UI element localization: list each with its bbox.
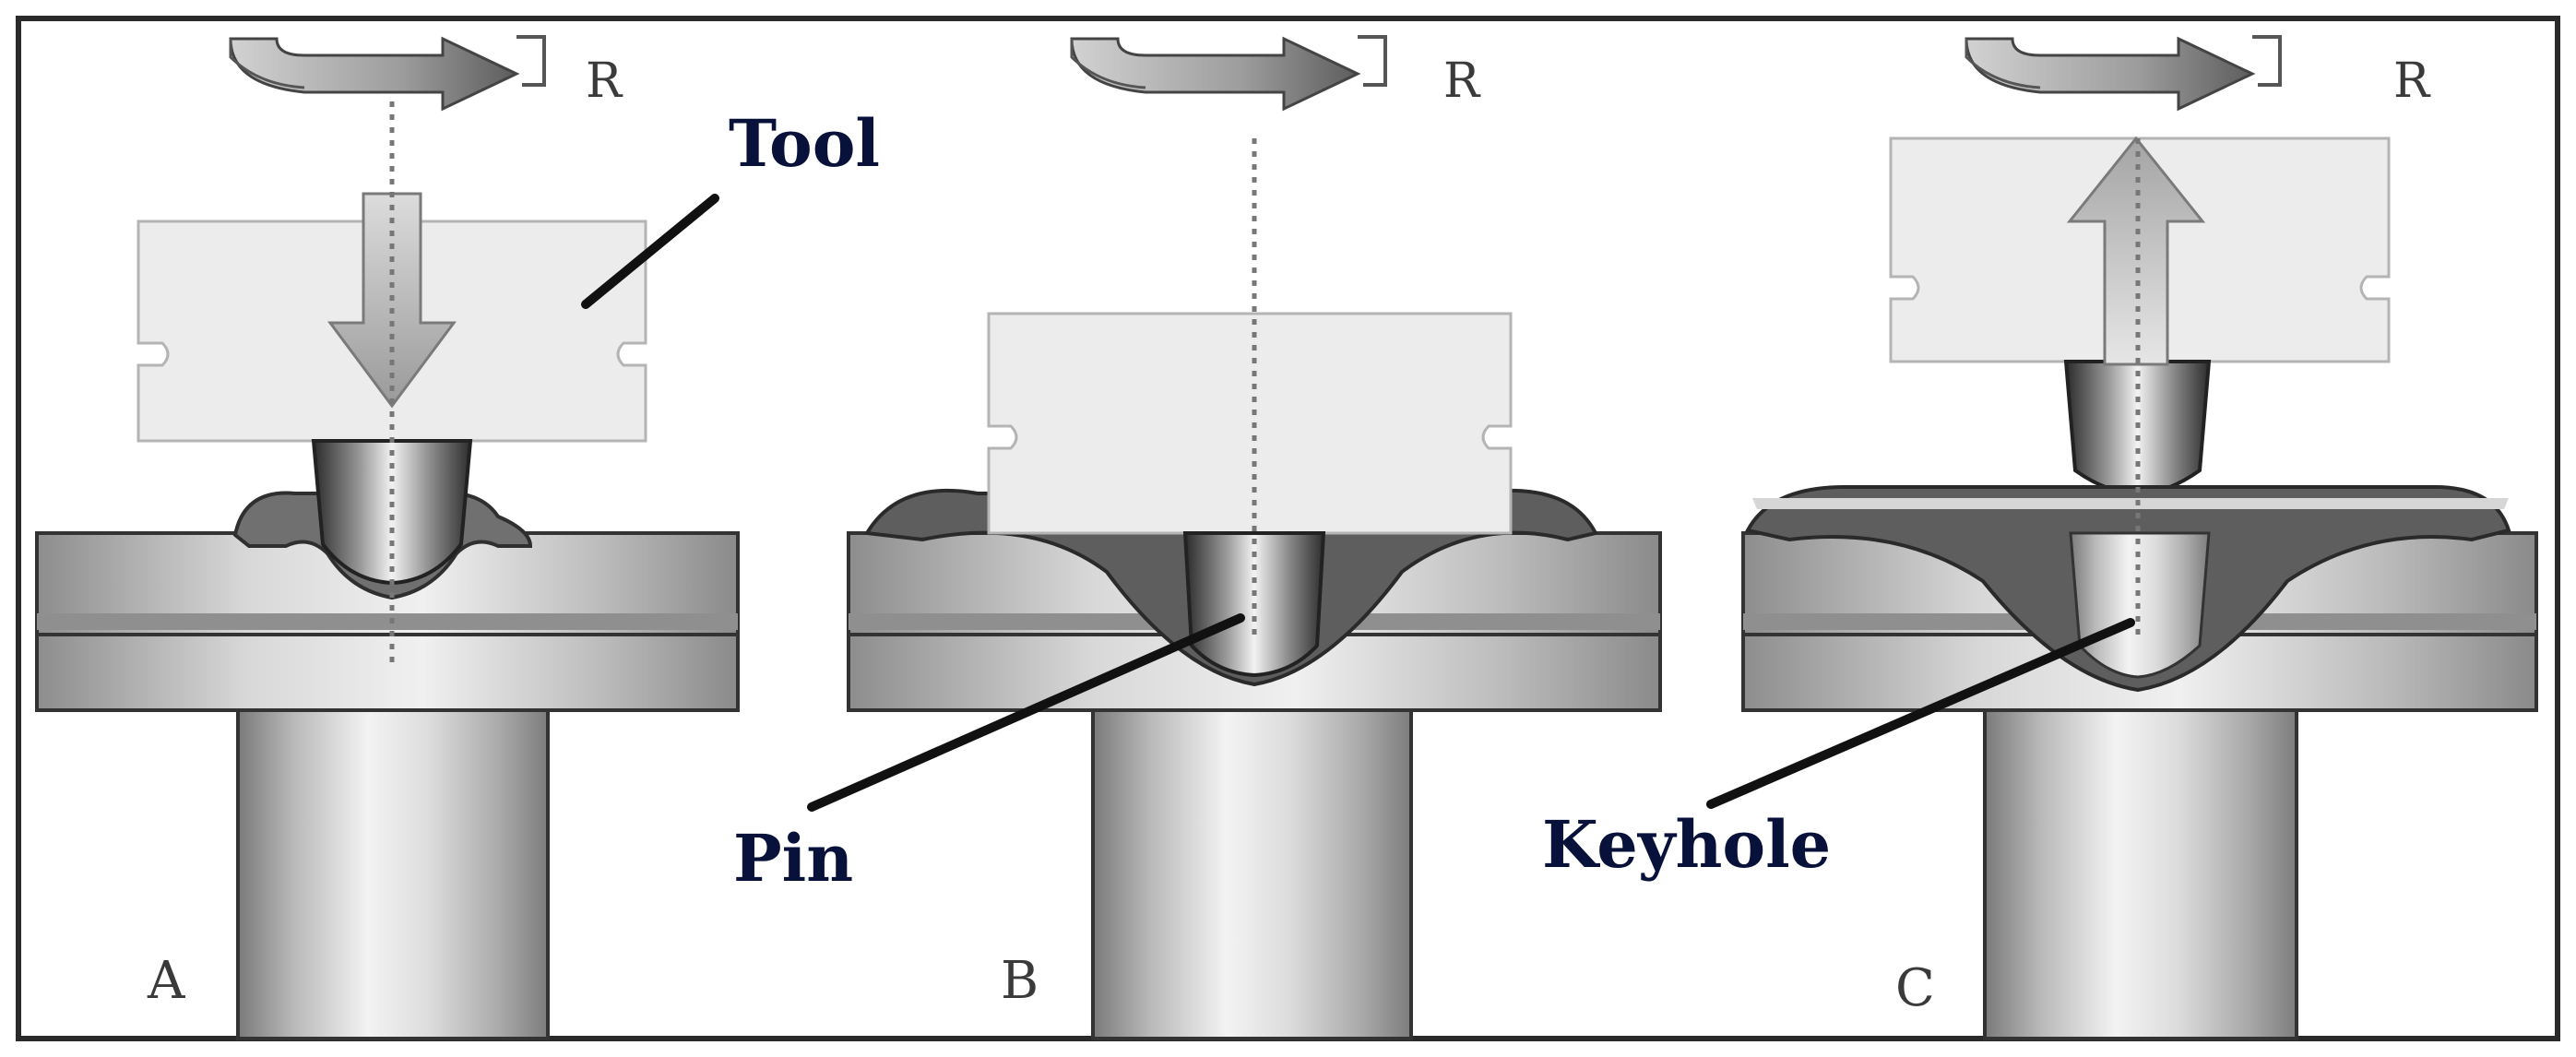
- panel-letter-c: C: [1895, 958, 1935, 1018]
- keyhole-pointer-line: [1706, 618, 2135, 809]
- callout-pin: Pin: [733, 820, 853, 897]
- tool-pin: [311, 439, 473, 586]
- sheet-interface: [37, 613, 738, 630]
- backing-anvil: [236, 708, 550, 1040]
- rotation-arrow-icon: [1965, 35, 2282, 112]
- retract-up-arrow-icon: [2066, 136, 2206, 366]
- panel-b: [847, 35, 1662, 1040]
- panel-c: [1741, 35, 2538, 1040]
- pin-pointer-line: [807, 613, 1245, 812]
- callout-tool: Tool: [729, 105, 880, 182]
- rotation-arrow-icon: [229, 35, 546, 112]
- panel-letter-a: A: [147, 951, 185, 1011]
- rotation-label-c: R: [2393, 53, 2431, 109]
- rotation-arrow-icon: [1070, 35, 1387, 112]
- tool-body: [987, 312, 1513, 535]
- callout-keyhole: Keyhole: [1542, 806, 1831, 883]
- rotation-label-b: R: [1443, 53, 1481, 109]
- backing-anvil: [1091, 708, 1413, 1040]
- workpiece-lower-sheet: [35, 633, 740, 712]
- backing-anvil: [1983, 708, 2298, 1040]
- shoulder-imprint: [1752, 498, 2509, 509]
- tool-pointer-line: [581, 194, 719, 309]
- rotation-label-a: R: [586, 53, 623, 109]
- panel-letter-b: B: [1001, 951, 1039, 1011]
- panel-a: [35, 35, 740, 1040]
